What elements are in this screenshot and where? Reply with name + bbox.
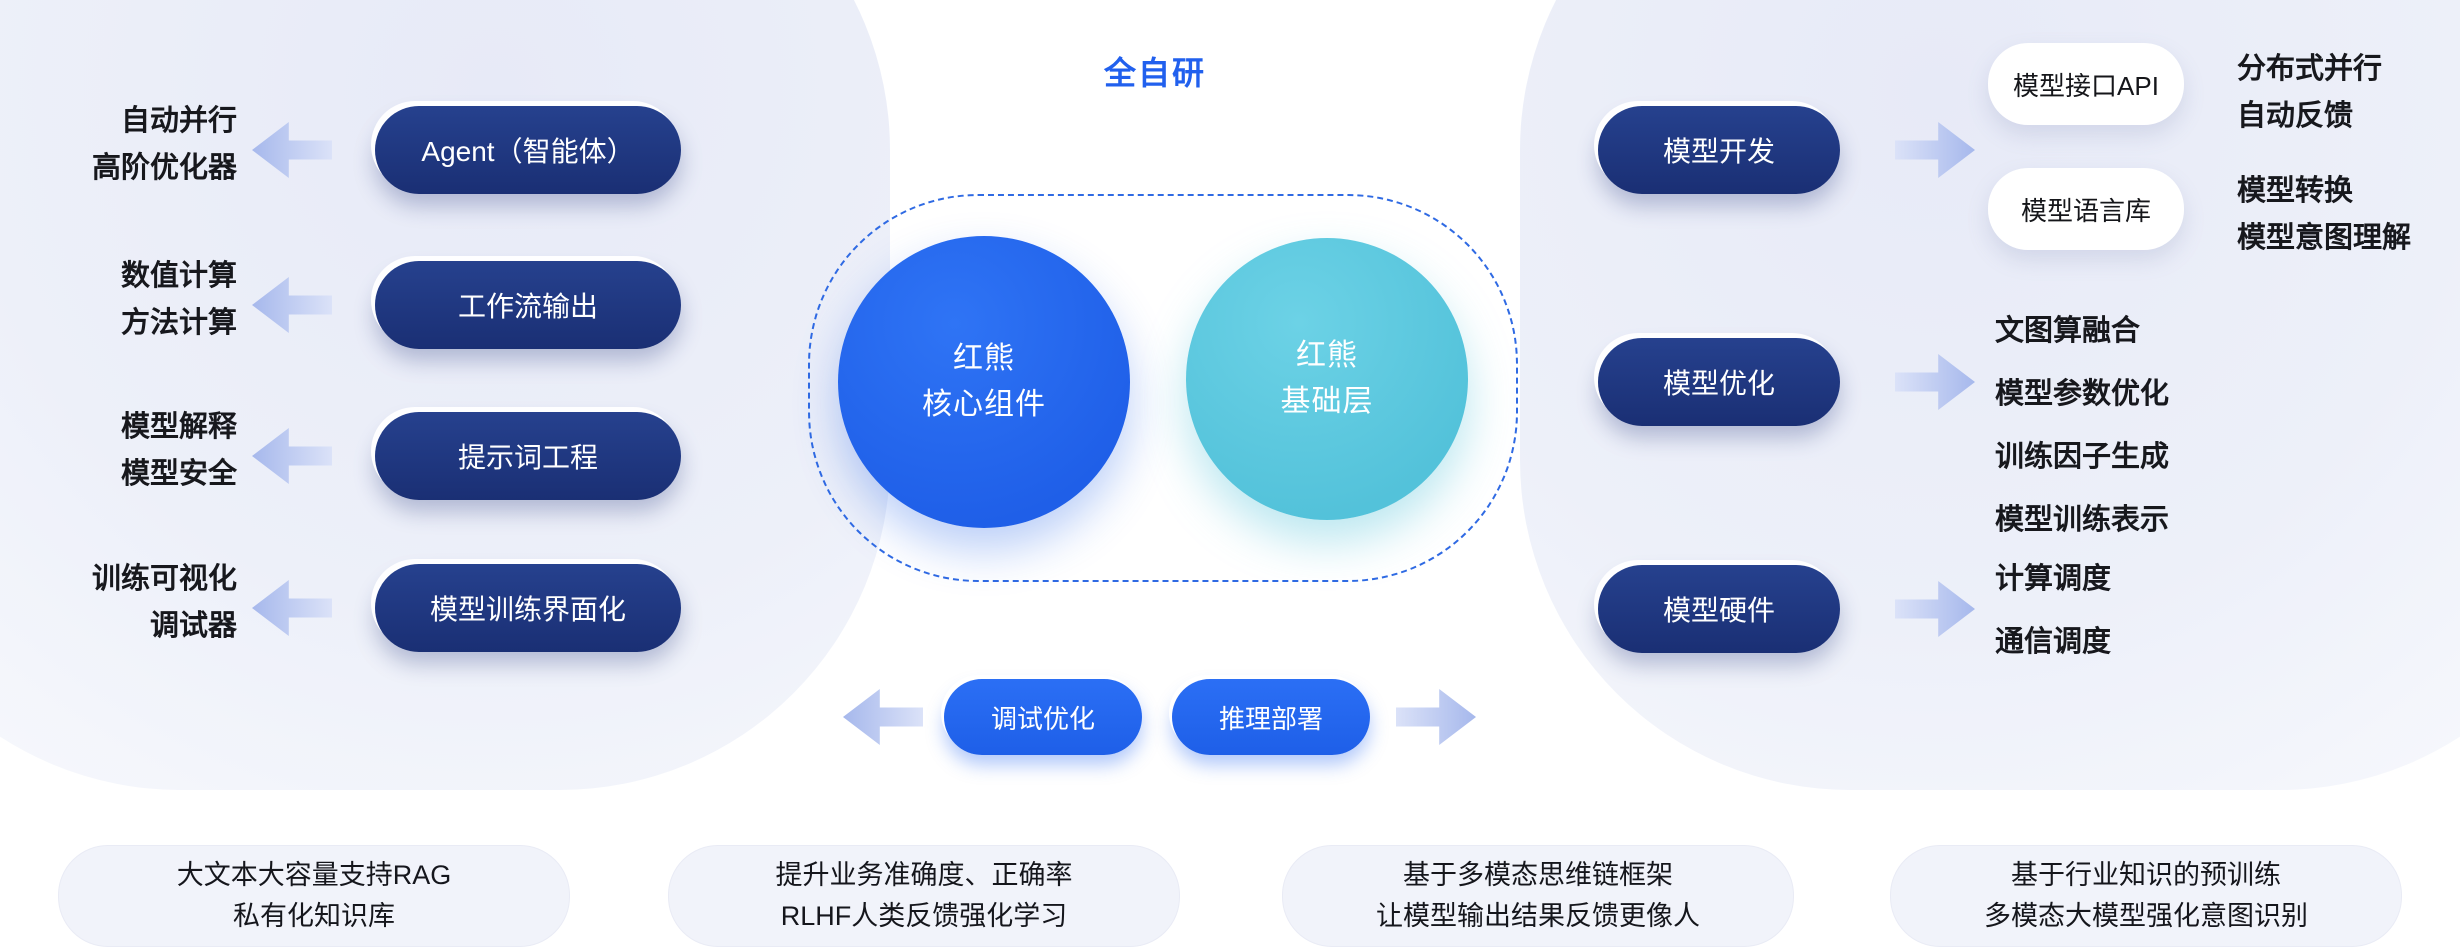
optimization-output-line3: 训练因子生成: [1995, 441, 2170, 473]
pill-model-api-label: 模型接口API: [2013, 70, 2159, 101]
bottom-card-rlhf-line2: RLHF人类反馈强化学习: [780, 901, 1068, 931]
pill-prompt-engineering-label: 提示词工程: [457, 442, 598, 473]
dev-output-text-1: 分布式并行 自动反馈: [2237, 46, 2382, 140]
core-components-circle: 红熊 核心组件: [838, 236, 1130, 528]
left-label-3: 模型解释 模型安全: [37, 404, 237, 498]
pill-model-optimization-label: 模型优化: [1662, 368, 1775, 399]
pill-inference-deploy-label: 推理部署: [1218, 703, 1323, 734]
optimization-output-line2: 模型参数优化: [1995, 378, 2170, 410]
core-circle-line2: 核心组件: [922, 388, 1046, 421]
base-circle-line1: 红熊: [1296, 339, 1358, 372]
left-label-2: 数值计算 方法计算: [37, 253, 237, 347]
left-label-4-line2: 调试器: [149, 610, 237, 642]
arrow-left-icon: [843, 689, 923, 745]
hardware-output-line2: 通信调度: [1995, 626, 2112, 658]
core-circle-line1: 红熊: [953, 342, 1015, 375]
pill-model-development: 模型开发: [1598, 106, 1840, 194]
pill-agent: Agent（智能体）: [375, 106, 681, 194]
base-layer-circle: 红熊 基础层: [1186, 238, 1468, 520]
pill-model-hardware: 模型硬件: [1598, 565, 1840, 653]
left-label-2-line1: 数值计算: [120, 260, 237, 292]
pill-model-development-label: 模型开发: [1662, 136, 1775, 167]
dev-output-text-2: 模型转换 模型意图理解: [2237, 168, 2411, 262]
dev-output-text-2-line1: 模型转换: [2237, 175, 2354, 207]
pill-inference-deploy: 推理部署: [1172, 679, 1370, 755]
bottom-card-rlhf-line1: 提升业务准确度、正确率: [775, 860, 1073, 890]
left-label-3-line2: 模型安全: [120, 458, 237, 490]
base-circle-line2: 基础层: [1280, 385, 1374, 418]
bottom-card-rag-line2: 私有化知识库: [233, 901, 395, 931]
bottom-card-pretrain-line2: 多模态大模型强化意图识别: [1984, 901, 2308, 931]
dev-output-text-1-line1: 分布式并行: [2237, 53, 2383, 85]
dev-output-text-1-line2: 自动反馈: [2237, 100, 2354, 132]
dev-output-text-2-line2: 模型意图理解: [2237, 222, 2412, 254]
bottom-card-pretrain: 基于行业知识的预训练 多模态大模型强化意图识别: [1890, 845, 2402, 947]
pill-prompt-engineering: 提示词工程: [375, 412, 681, 500]
pill-model-language-lib-label: 模型语言库: [2020, 195, 2151, 226]
bottom-card-rlhf: 提升业务准确度、正确率 RLHF人类反馈强化学习: [668, 845, 1180, 947]
dashed-capsule-border: [808, 194, 1518, 582]
pill-model-hardware-label: 模型硬件: [1662, 595, 1775, 626]
pill-model-optimization: 模型优化: [1598, 338, 1840, 426]
arrow-right-icon: [1396, 689, 1476, 745]
left-label-2-line2: 方法计算: [120, 307, 237, 339]
bottom-card-cot: 基于多模态思维链框架 让模型输出结果反馈更像人: [1282, 845, 1794, 947]
pill-debug-optimize: 调试优化: [944, 679, 1142, 755]
pill-training-ui-label: 模型训练界面化: [429, 594, 626, 625]
pill-training-ui: 模型训练界面化: [375, 564, 681, 652]
left-label-1-line1: 自动并行: [120, 105, 237, 137]
diagram-title: 全自研: [1103, 55, 1206, 91]
bottom-card-cot-line1: 基于多模态思维链框架: [1403, 860, 1673, 890]
pill-debug-optimize-label: 调试优化: [990, 703, 1095, 734]
bottom-card-cot-line2: 让模型输出结果反馈更像人: [1376, 901, 1700, 931]
left-label-4-line1: 训练可视化: [91, 563, 237, 595]
left-label-4: 训练可视化 调试器: [37, 556, 237, 650]
bottom-card-rag-line1: 大文本大容量支持RAG: [176, 860, 452, 890]
optimization-output-line4: 模型训练表示: [1995, 504, 2170, 536]
optimization-output-line1: 文图算融合: [1995, 315, 2141, 347]
hardware-output-line1: 计算调度: [1995, 563, 2112, 595]
bottom-card-pretrain-line1: 基于行业知识的预训练: [2011, 860, 2281, 890]
pill-workflow-output: 工作流输出: [375, 261, 681, 349]
pill-agent-label: Agent（智能体）: [421, 136, 635, 167]
pill-workflow-output-label: 工作流输出: [457, 291, 598, 322]
left-label-3-line1: 模型解释: [120, 411, 237, 443]
left-label-1-line2: 高阶优化器: [91, 152, 237, 184]
pill-model-language-lib: 模型语言库: [1988, 168, 2184, 250]
hardware-output-list: 计算调度 通信调度: [1995, 548, 2111, 674]
pill-model-api: 模型接口API: [1988, 43, 2184, 125]
left-label-1: 自动并行 高阶优化器: [37, 98, 237, 192]
optimization-output-list: 文图算融合 模型参数优化 训练因子生成 模型训练表示: [1995, 300, 2169, 552]
bottom-card-rag: 大文本大容量支持RAG 私有化知识库: [58, 845, 570, 947]
